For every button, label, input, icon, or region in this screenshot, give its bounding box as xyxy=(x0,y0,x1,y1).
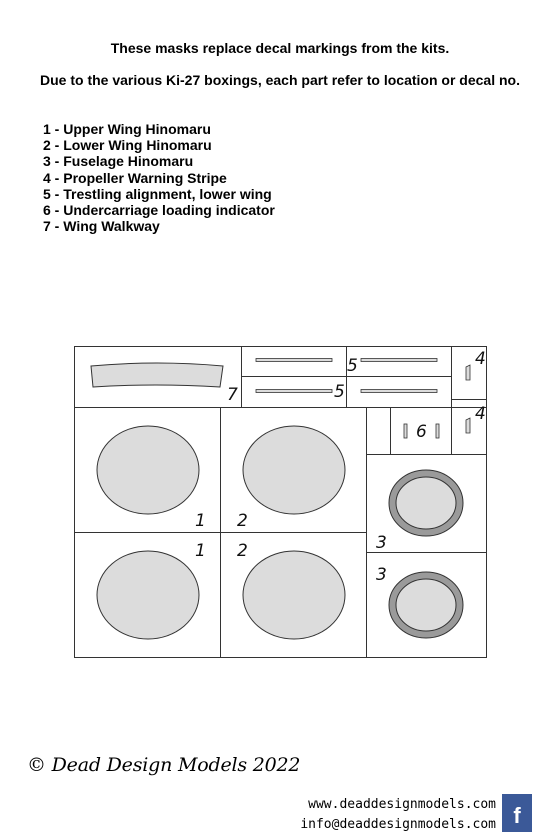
part-number: 7 xyxy=(227,385,238,405)
parts-legend: 1 - Upper Wing Hinomaru 2 - Lower Wing H… xyxy=(43,121,275,234)
sheet-grid xyxy=(74,346,487,658)
propeller-stripe-mask xyxy=(465,364,471,381)
lower-wing-hinomaru-mask xyxy=(242,550,346,640)
lower-wing-hinomaru-mask xyxy=(242,425,346,515)
boxings-note: Due to the various Ki-27 boxings, each p… xyxy=(40,72,520,88)
legend-item: 7 - Wing Walkway xyxy=(43,218,160,235)
part-number: 4 xyxy=(475,349,486,369)
propeller-stripe-mask xyxy=(465,417,471,434)
fuselage-hinomaru-mask xyxy=(395,476,457,530)
part-number: 5 xyxy=(347,356,358,376)
legend-item: 4 - Propeller Warning Stripe xyxy=(43,169,227,186)
part-number: 4 xyxy=(475,404,486,424)
legend-item: 2 - Lower Wing Hinomaru xyxy=(43,137,212,154)
upper-wing-hinomaru-mask xyxy=(96,425,200,515)
fuselage-hinomaru-mask xyxy=(395,578,457,632)
part-number: 2 xyxy=(237,511,248,531)
part-number: 2 xyxy=(237,541,248,561)
website-link[interactable]: www.deaddesignmodels.com xyxy=(308,797,496,812)
wing-walkway-mask xyxy=(90,362,224,388)
part-number: 5 xyxy=(334,382,345,402)
trestle-strip-mask xyxy=(255,389,333,393)
copyright-text: © Dead Design Models 2022 xyxy=(27,754,301,776)
part-number: 1 xyxy=(195,541,206,561)
legend-item: 6 - Undercarriage loading indicator xyxy=(43,202,275,219)
part-number: 3 xyxy=(376,565,387,585)
undercarriage-indicator-mask xyxy=(435,423,440,439)
upper-wing-hinomaru-mask xyxy=(96,550,200,640)
legend-item: 5 - Trestling alignment, lower wing xyxy=(43,185,272,202)
email-link[interactable]: info@deaddesignmodels.com xyxy=(300,817,496,832)
part-number: 6 xyxy=(416,422,427,442)
trestle-strip-mask xyxy=(360,389,438,393)
intro-text: These masks replace decal markings from … xyxy=(110,40,450,56)
legend-item: 1 - Upper Wing Hinomaru xyxy=(43,121,211,137)
sheet-border xyxy=(74,346,487,658)
trestle-strip-mask xyxy=(360,358,438,362)
trestle-strip-mask xyxy=(255,358,333,362)
undercarriage-indicator-mask xyxy=(403,423,408,439)
part-number: 1 xyxy=(195,511,206,531)
legend-item: 3 - Fuselage Hinomaru xyxy=(43,153,194,170)
facebook-icon[interactable]: f xyxy=(502,794,532,832)
part-number: 3 xyxy=(376,533,387,553)
